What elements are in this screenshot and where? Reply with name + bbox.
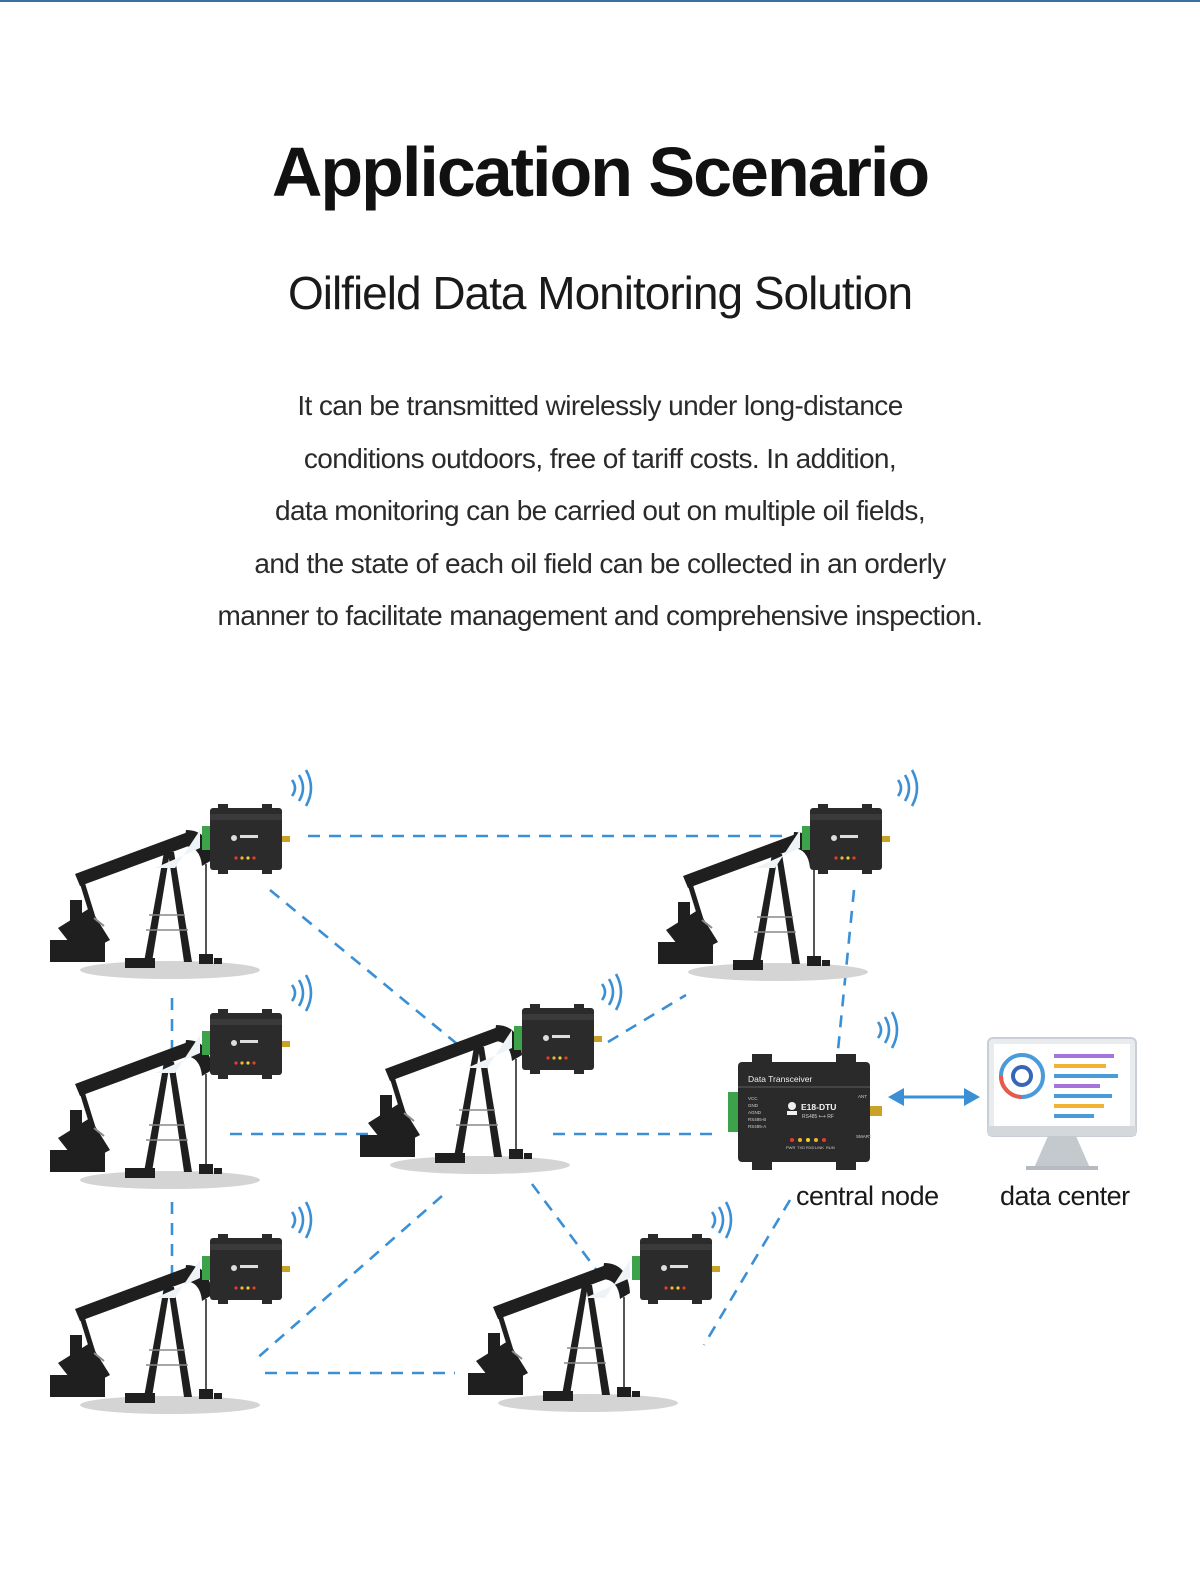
- wireless-signal-icon: [290, 973, 313, 1013]
- description-line: data monitoring can be carried out on mu…: [274, 495, 926, 526]
- description-line: and the state of each oil field can be c…: [254, 547, 946, 579]
- wireless-signal-icon: [710, 1200, 733, 1240]
- central-node-label: central node: [796, 1181, 939, 1211]
- device-header-text: Data Transceiver: [748, 1074, 812, 1084]
- transceiver-device-icon: [155, 1234, 290, 1304]
- device-ant-label: ANT: [858, 1094, 867, 1099]
- bidirectional-arrow-icon: [888, 1088, 980, 1106]
- device-pin-label: GND: [748, 1103, 759, 1108]
- wireless-signal-icon: [290, 768, 313, 808]
- link-line: [607, 993, 687, 1044]
- page-title: Application Scenario: [271, 133, 930, 211]
- indicator-label: TXD: [797, 1145, 805, 1150]
- wireless-signal-icon: [290, 1200, 313, 1240]
- link-line: [530, 1183, 600, 1273]
- description-line: conditions outdoors, free of tariff cost…: [303, 442, 897, 474]
- description-line: It can be transmitted wirelessly under l…: [297, 390, 903, 421]
- device-smart-label: SMART: [856, 1134, 872, 1139]
- central-node-device: Data Transceiver VCC GND AGND RS485-B RS…: [728, 1054, 882, 1170]
- page-subtitle: Oilfield Data Monitoring Solution: [287, 267, 913, 319]
- wireless-signal-icon: [896, 768, 919, 808]
- indicator-label: LINK: [815, 1145, 824, 1150]
- robot-logo-icon: [788, 1102, 796, 1110]
- wireless-signal-icon: [600, 972, 623, 1012]
- link-line: [836, 889, 856, 1051]
- link-line: [702, 1199, 792, 1346]
- device-pin-label: VCC: [748, 1096, 758, 1101]
- description-paragraph: It can be transmitted wirelessly under l…: [150, 380, 1050, 643]
- description-line: manner to facilitate management and comp…: [217, 600, 984, 631]
- indicator-label: RXD: [806, 1145, 815, 1150]
- link-line: [269, 888, 463, 1050]
- link-line: [254, 1195, 443, 1361]
- top-border-line: [0, 0, 1200, 2]
- antenna-connector-icon: [870, 1106, 882, 1116]
- device-pin-label: AGND: [748, 1110, 762, 1115]
- transceiver-device-icon: [155, 1009, 290, 1079]
- data-center-label: data center: [1000, 1181, 1130, 1211]
- indicator-label: PWR: [786, 1145, 795, 1150]
- device-pin-label: RS485-B: [748, 1117, 766, 1122]
- device-pin-label: RS485-A: [748, 1124, 766, 1129]
- mesh-links: [170, 834, 856, 1375]
- device-model-text: E18-DTU: [801, 1102, 836, 1112]
- transceiver-device-icon: [755, 804, 890, 874]
- device-interface-text: RS485 ⟷ RF: [802, 1114, 834, 1120]
- data-center-monitor-icon: [987, 1037, 1137, 1170]
- wireless-signal-icon: [876, 1010, 899, 1050]
- indicator-label: RUN: [826, 1145, 835, 1150]
